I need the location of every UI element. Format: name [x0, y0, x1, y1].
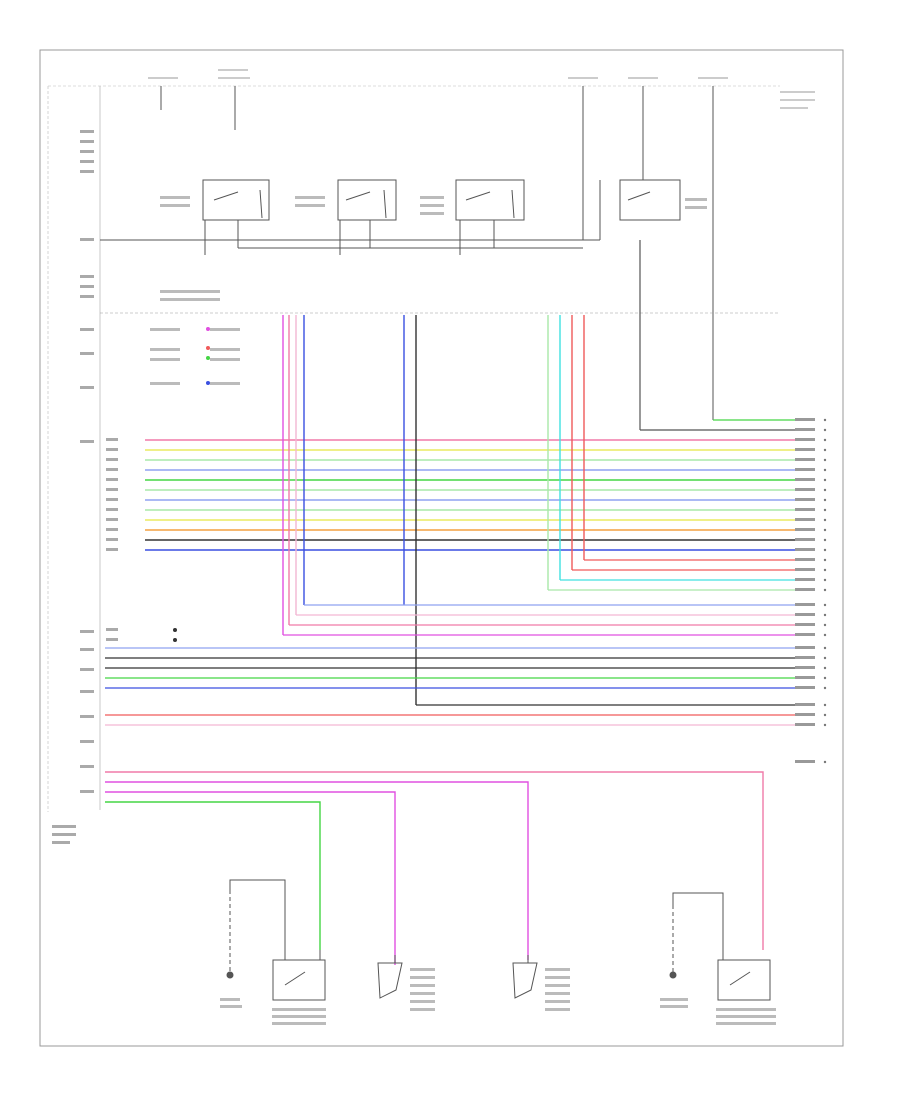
legend-dots — [173, 327, 210, 642]
vertical-bundle-mid — [403, 315, 417, 705]
passenger-switch — [272, 950, 326, 1001]
switch-bus — [100, 180, 601, 255]
terminal-pins — [823, 418, 827, 764]
lower-harness — [105, 647, 815, 726]
bundle-to-terminals — [283, 559, 815, 636]
label-marks — [150, 290, 240, 385]
top-feed-wires — [160, 86, 714, 420]
vertical-right-feeds — [639, 240, 815, 431]
ground-terminal-right — [669, 892, 724, 979]
diagram-frame — [39, 49, 844, 1047]
vertical-bundle-left — [282, 315, 305, 635]
right-front-sensor — [377, 955, 403, 999]
terminal-column — [795, 418, 815, 763]
left-pin-labels — [52, 130, 118, 844]
bottom-drops — [105, 771, 764, 965]
relay-switch-group — [202, 179, 681, 221]
vertical-bundle-right — [547, 315, 585, 590]
left-front-sensor — [512, 955, 538, 999]
component-captions — [160, 196, 776, 1025]
driver-switch — [717, 959, 771, 1001]
top-fuse-labels — [148, 69, 815, 109]
upper-harness — [145, 439, 815, 551]
ground-terminal-left — [226, 879, 286, 979]
